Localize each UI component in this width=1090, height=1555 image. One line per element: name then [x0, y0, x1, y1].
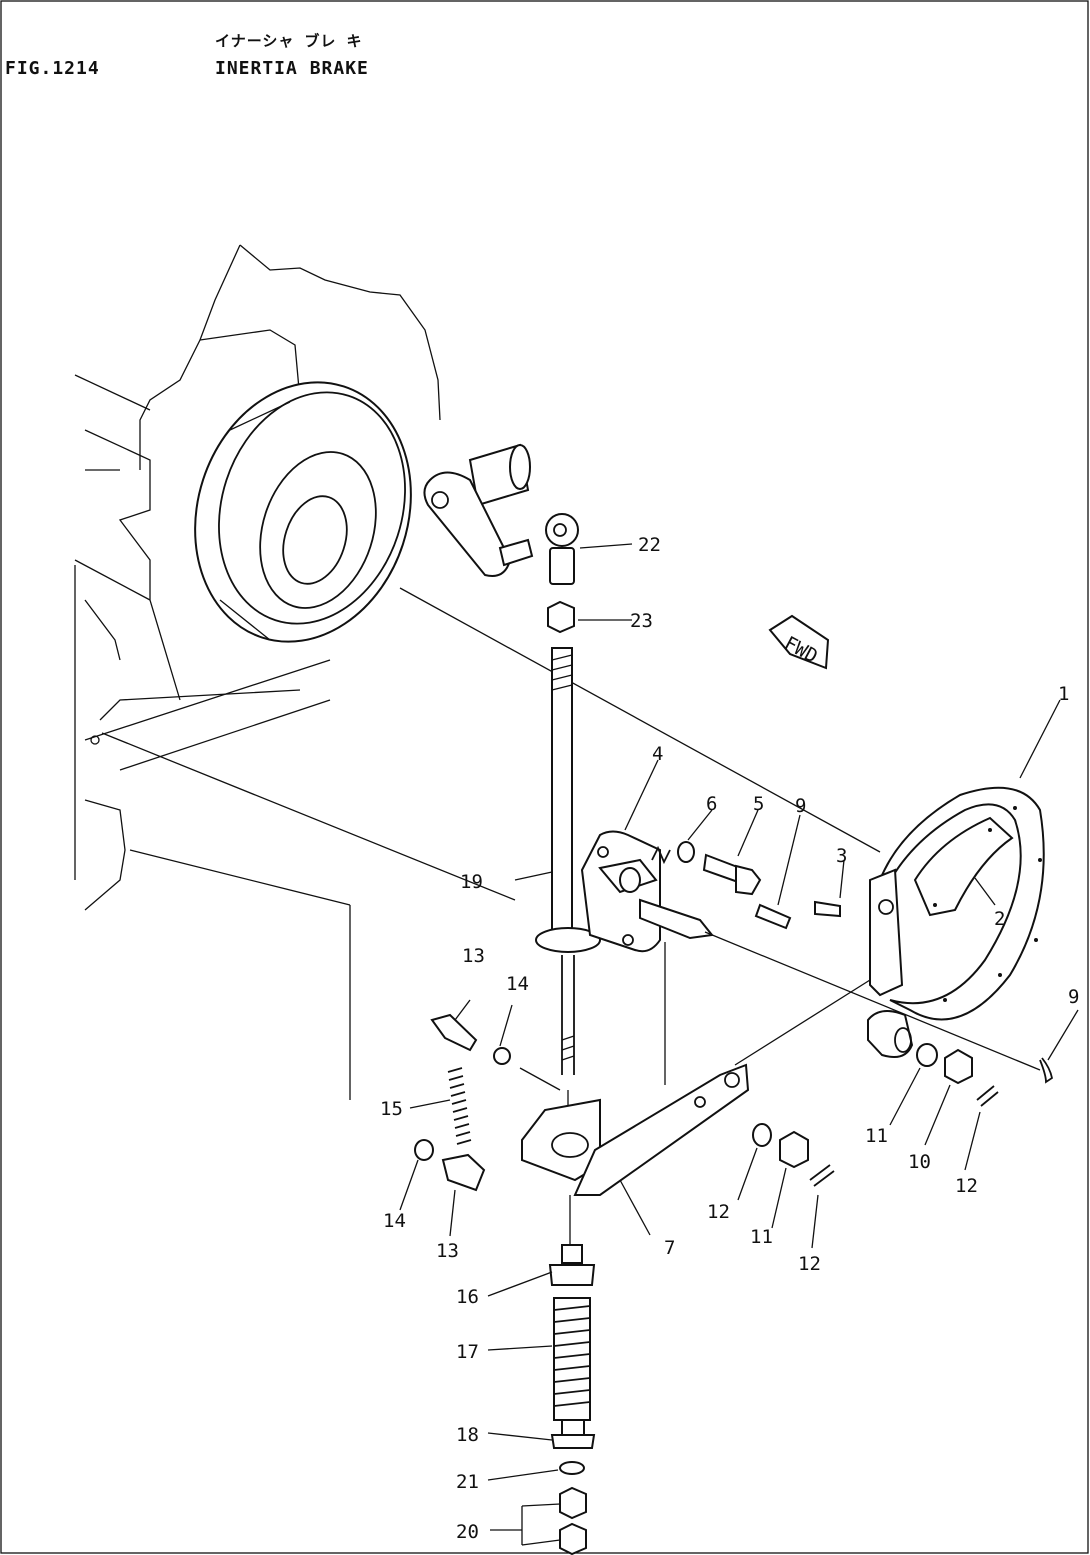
- part-11-washer-right: [916, 1043, 938, 1067]
- part-22-rod-end: [545, 513, 579, 585]
- fwd-direction-arrow: FWD: [768, 614, 830, 670]
- callout-15: 15: [380, 1098, 403, 1120]
- callout-17: 17: [456, 1341, 479, 1363]
- callout-9-right: 9: [1068, 986, 1079, 1008]
- figure-id: FIG.1214: [5, 58, 100, 79]
- callout-18: 18: [456, 1424, 479, 1446]
- part-11-washer-center: [752, 1123, 772, 1147]
- part-1-brake-band: [867, 786, 1045, 1058]
- part-5-bolt: [702, 853, 762, 896]
- part-10-nut-right: [944, 1048, 973, 1085]
- part-14-snap-ring-lower: [414, 1139, 434, 1161]
- callout-13-upper: 13: [462, 945, 485, 967]
- callout-10-right: 10: [908, 1151, 931, 1173]
- part-13-bolt-lower: [441, 1153, 486, 1192]
- figure-title: INERTIA BRAKE: [215, 58, 369, 79]
- callout-labels: 22 23 1 2 3 4 5 6 9 19 13 14 15 14 13 7 …: [380, 534, 1079, 1543]
- callout-19: 19: [460, 871, 483, 893]
- lever-arm: [423, 443, 534, 577]
- part-12-cotter-center: [809, 1164, 835, 1187]
- part-20-nut-lower: [559, 1522, 587, 1555]
- leader-lines: [399, 543, 1079, 1546]
- part-18-seat: [550, 1419, 596, 1449]
- part-13-bolt-upper: [430, 1013, 478, 1052]
- part-10-nut-center: [779, 1130, 809, 1169]
- callout-7: 7: [664, 1237, 675, 1259]
- callout-4: 4: [652, 743, 663, 765]
- part-23-nut: [547, 600, 575, 634]
- part-14-snap-ring-upper: [493, 1047, 511, 1065]
- callout-3: 3: [836, 845, 847, 867]
- callout-14-upper: 14: [506, 973, 529, 995]
- part-9-pin-upper: [754, 903, 792, 930]
- part-4-bracket: [580, 830, 714, 953]
- callout-16: 16: [456, 1286, 479, 1308]
- part-20-nut-upper: [559, 1486, 587, 1520]
- callout-20: 20: [456, 1521, 479, 1543]
- callout-14-lower: 14: [383, 1210, 406, 1232]
- machine-housing: [74, 244, 516, 1100]
- callout-13-lower: 13: [436, 1240, 459, 1262]
- callout-12-center: 12: [798, 1253, 821, 1275]
- callout-5: 5: [753, 793, 764, 815]
- callout-21: 21: [456, 1471, 479, 1493]
- part-19-rod: [535, 647, 601, 1115]
- part-21-washer: [559, 1461, 585, 1475]
- part-7-arm: [521, 1063, 750, 1196]
- callout-9-upper: 9: [795, 795, 806, 817]
- callout-22: 22: [638, 534, 661, 556]
- part-12-cotter-right: [976, 1085, 999, 1107]
- part-2-lining: [913, 816, 1014, 917]
- part-16-cap: [548, 1244, 596, 1286]
- part-9-pin-right: [1039, 1057, 1054, 1084]
- part-3-bolt: [814, 900, 841, 918]
- flywheel: [194, 381, 881, 853]
- callout-11-center: 12: [707, 1201, 730, 1223]
- callout-1: 1: [1058, 683, 1069, 705]
- callout-11-right: 11: [865, 1125, 888, 1147]
- callout-6: 6: [706, 793, 717, 815]
- part-15-spring: [447, 1067, 472, 1145]
- callout-10-center: 11: [750, 1226, 773, 1248]
- callout-23: 23: [630, 610, 653, 632]
- callout-12-right: 12: [955, 1175, 978, 1197]
- figure-title-japanese: イナーシャ ブレ キ: [215, 32, 363, 50]
- callout-2: 2: [994, 908, 1005, 930]
- part-17-spring: [553, 1297, 591, 1421]
- part-6-washer: [677, 841, 695, 863]
